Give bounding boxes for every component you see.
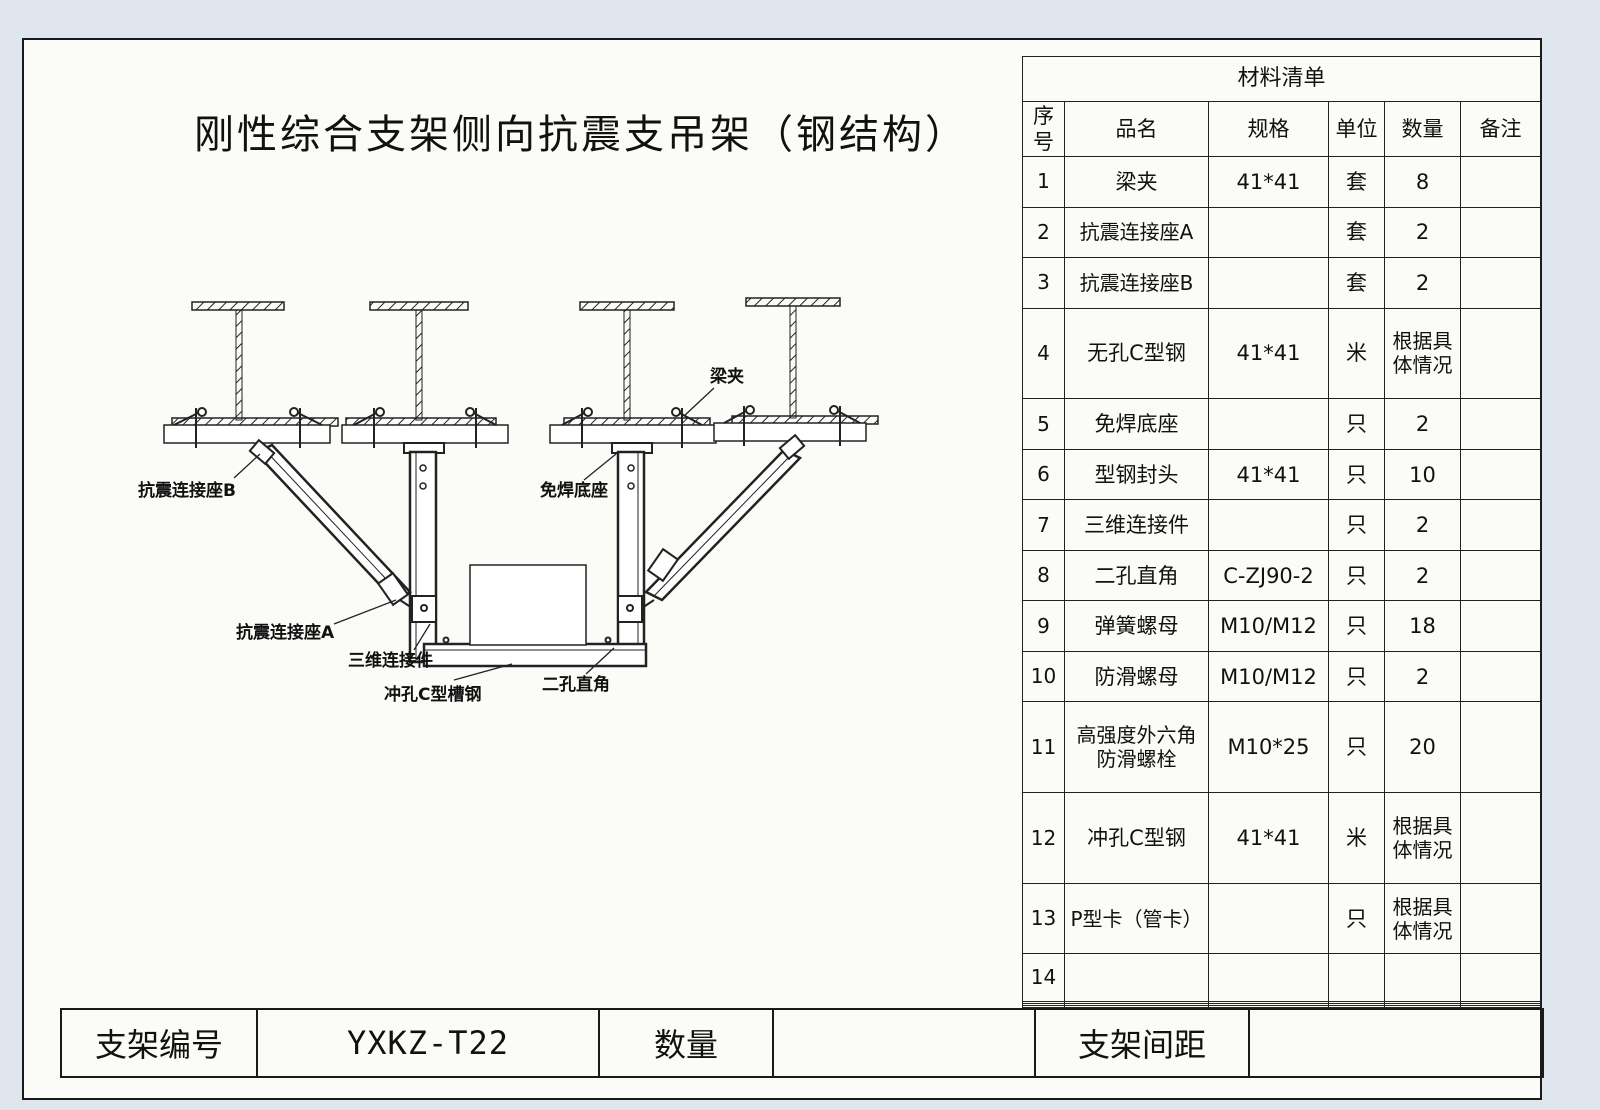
leader-lines (233, 387, 715, 681)
vertical-channel-right (616, 450, 646, 664)
col-header-unit: 单位 (1328, 101, 1385, 157)
horizontal-channel (422, 642, 648, 668)
col-header-name: 品名 (1064, 101, 1209, 157)
steel-beam-3 (549, 301, 717, 444)
quantity-value (772, 1008, 1036, 1078)
col-header-index: 序号 (1022, 101, 1065, 157)
table-row (1022, 1005, 1542, 1008)
col-header-note: 备注 (1459, 101, 1542, 157)
title-block: 支架编号 YXKZ-T22 数量 支架间距 (60, 1008, 1544, 1078)
table-row: 14 (1022, 953, 1542, 1003)
materials-header-row: 序号 品名 规格 单位 数量 备注 (1022, 101, 1542, 157)
bracket-id-label: 支架编号 (60, 1008, 258, 1078)
label-3d-connector: 三维连接件 (348, 650, 433, 671)
col-header-spec: 规格 (1208, 101, 1329, 157)
steel-beam-1 (163, 301, 339, 444)
drawing-sheet: 刚性综合支架侧向抗震支吊架（钢结构） (22, 38, 1544, 1100)
label-two-hole-angle: 二孔直角 (542, 674, 610, 695)
quantity-label: 数量 (598, 1008, 774, 1078)
bracket-drawing: 梁夹 抗震连接座B 免焊底座 抗震连接座A 三维连接件 冲孔C型槽钢 二孔直角 (138, 297, 879, 705)
label-seismic-seat-a: 抗震连接座A (236, 622, 335, 643)
steel-beam-4 (713, 297, 879, 442)
pipeline-box (469, 564, 587, 646)
vertical-channel-left (408, 450, 438, 664)
label-beam-clamp: 梁夹 (709, 366, 744, 387)
bracket-id-value: YXKZ-T22 (256, 1008, 600, 1078)
label-weld-free-base: 免焊底座 (540, 480, 608, 501)
col-header-qty: 数量 (1384, 101, 1461, 157)
diagonal-brace-right (641, 433, 806, 609)
label-punched-channel: 冲孔C型槽钢 (384, 684, 481, 705)
spacing-value (1248, 1008, 1544, 1078)
spacing-label: 支架间距 (1034, 1008, 1250, 1078)
diagonal-brace-left (248, 438, 413, 609)
drawing-title: 刚性综合支架侧向抗震支吊架（钢结构） (194, 112, 968, 158)
materials-caption: 材料清单 (1021, 56, 1542, 102)
label-seismic-seat-b: 抗震连接座B (138, 480, 236, 501)
steel-beam-2 (341, 301, 509, 444)
beam-clamps (173, 405, 861, 448)
